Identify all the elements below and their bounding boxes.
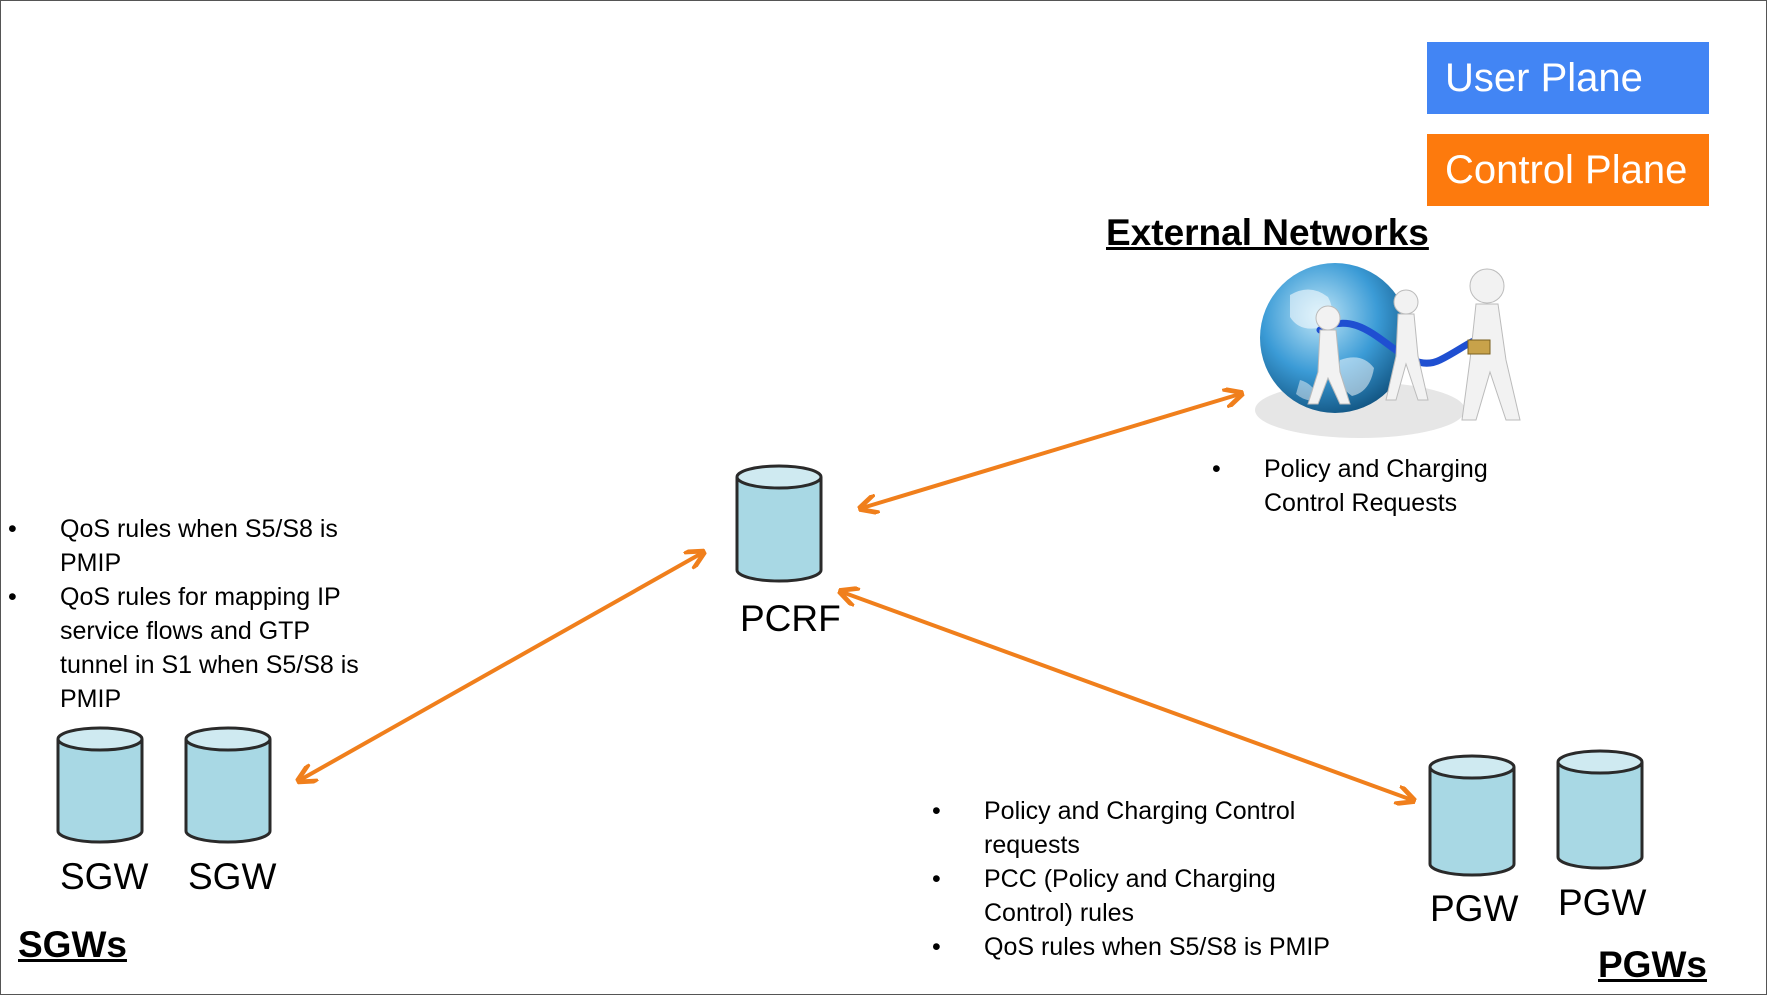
pgw-note-item: Policy and Charging Control requests bbox=[932, 794, 1362, 862]
pgw-2-database-icon bbox=[1556, 749, 1644, 870]
pgw-notes-list: Policy and Charging Control requests PCC… bbox=[932, 794, 1362, 964]
sgw-note-item: QoS rules for mapping IP service flows a… bbox=[8, 580, 368, 716]
pgw-note-item: PCC (Policy and Charging Control) rules bbox=[932, 862, 1362, 930]
pcrf-database-icon bbox=[735, 464, 823, 583]
sgw-notes-list: QoS rules when S5/S8 is PMIP QoS rules f… bbox=[8, 512, 368, 716]
external-note-item: Policy and Charging Control Requests bbox=[1212, 452, 1512, 520]
globe-with-figures-icon bbox=[1255, 263, 1521, 438]
legend-user-plane-label: User Plane bbox=[1445, 55, 1643, 100]
sgw-1-database-icon bbox=[56, 726, 144, 844]
sgw-1-label: SGW bbox=[60, 856, 149, 897]
arrow-pcrf-sgw bbox=[300, 553, 702, 780]
sgw-2-database-icon bbox=[184, 726, 272, 844]
external-networks-heading: External Networks bbox=[1106, 212, 1429, 253]
pcrf-label: PCRF bbox=[740, 598, 841, 639]
pgw-note-item: QoS rules when S5/S8 is PMIP bbox=[932, 930, 1362, 964]
arrow-pcrf-external bbox=[862, 394, 1240, 508]
sgw-2-label: SGW bbox=[188, 856, 277, 897]
sgw-note-item: QoS rules when S5/S8 is PMIP bbox=[8, 512, 368, 580]
external-notes-list: Policy and Charging Control Requests bbox=[1212, 452, 1512, 520]
legend-control-plane: Control Plane bbox=[1427, 134, 1709, 206]
pgws-heading: PGWs bbox=[1598, 944, 1707, 985]
legend-user-plane: User Plane bbox=[1427, 42, 1709, 114]
legend-control-plane-label: Control Plane bbox=[1445, 147, 1688, 192]
pgw-1-label: PGW bbox=[1430, 888, 1519, 929]
pgw-2-label: PGW bbox=[1558, 882, 1647, 923]
arrow-pcrf-pgw bbox=[842, 592, 1412, 800]
pgw-1-database-icon bbox=[1428, 754, 1516, 877]
sgws-heading: SGWs bbox=[18, 924, 127, 965]
